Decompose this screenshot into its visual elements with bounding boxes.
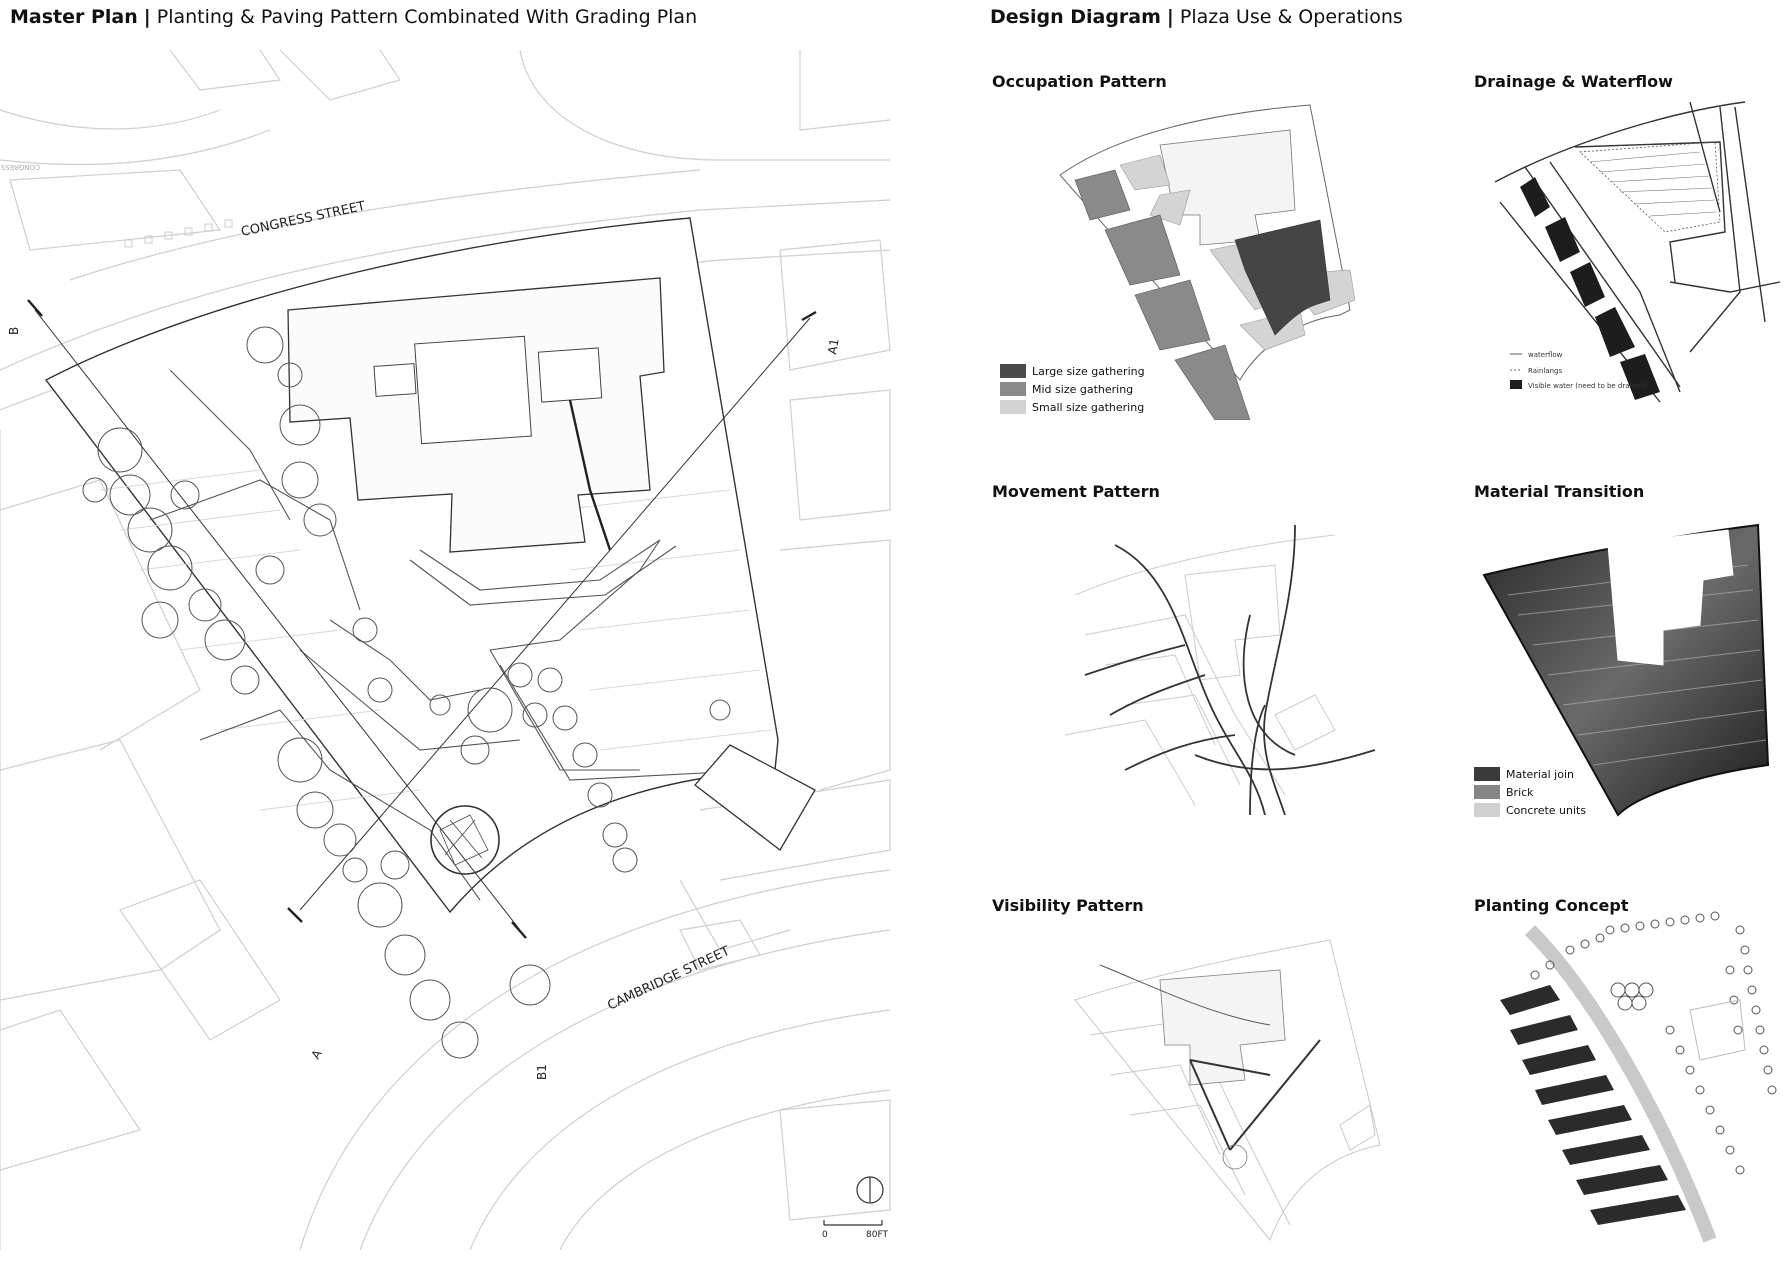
movement-context	[1065, 534, 1336, 806]
panel-title-movement: Movement Pattern	[992, 482, 1160, 501]
legend-item: Concrete units	[1474, 801, 1586, 819]
section-mark-a1: A1	[825, 337, 842, 355]
material-legend: Material join Brick Concrete units	[1474, 765, 1586, 819]
legend-label: Concrete units	[1506, 803, 1587, 817]
movement-diagram	[1065, 524, 1376, 815]
drainage-legend-swatch	[1510, 380, 1522, 389]
large-gathering-area	[1234, 219, 1331, 336]
planting-dark-rows	[1500, 985, 1686, 1225]
pavilion	[694, 744, 816, 851]
street-label-upper: CONGRESS STREET	[0, 163, 40, 171]
feature-tree-texture	[439, 814, 489, 866]
planting-corridor	[1525, 925, 1717, 1243]
visible-water-areas	[1520, 177, 1660, 400]
legend-swatch	[1474, 785, 1500, 799]
legend-item: Small size gathering	[1000, 398, 1145, 416]
mid-gathering-areas	[1074, 169, 1251, 420]
panel-title-material: Material Transition	[1474, 482, 1645, 501]
legend-label: Large size gathering	[1032, 364, 1145, 378]
feature-tree-canopy	[430, 805, 500, 875]
tree-circles	[1530, 911, 1777, 1175]
drainage-legend-label: Visible water (need to be drained)	[1528, 382, 1648, 390]
design-diagram-heading: Design Diagram|Plaza Use & Operations	[990, 6, 1403, 28]
visibility-sightlines	[1189, 1039, 1321, 1151]
panel-title-drainage: Drainage & Waterflow	[1474, 72, 1673, 91]
planting-diagram	[1500, 911, 1777, 1243]
visibility-ray	[1099, 964, 1271, 1026]
material-diagram	[1482, 523, 1770, 817]
panel-title-occupation: Occupation Pattern	[992, 72, 1167, 91]
drainage-legend-label: Rainlangs	[1528, 367, 1562, 375]
context-lines	[0, 50, 891, 1251]
drainage-legend-label: waterflow	[1528, 351, 1563, 359]
heading-separator: |	[143, 6, 151, 28]
building-annex	[537, 347, 603, 403]
drainage-diagram: waterflow Rainlangs Visible water (need …	[1494, 101, 1781, 403]
paving-pattern	[99, 469, 771, 811]
occupation-diagram	[1059, 104, 1356, 420]
building-courtyard	[414, 335, 532, 445]
master-plan-drawing: CONGRESS STREET CAMBRIDGE STREET CONGRES…	[0, 50, 891, 1251]
congress-street-marks	[124, 219, 233, 248]
master-plan-title: Master Plan	[10, 6, 138, 28]
scale-label-zero: 0	[822, 1230, 828, 1240]
section-mark-b1: B1	[535, 1064, 549, 1080]
legend-swatch	[1000, 382, 1026, 396]
scale-label-max: 80FT	[866, 1230, 888, 1240]
panel-title-visibility: Visibility Pattern	[992, 896, 1144, 915]
edge-wall	[568, 399, 612, 551]
legend-label: Brick	[1506, 785, 1534, 799]
design-diagram-subtitle: Plaza Use & Operations	[1179, 6, 1403, 28]
legend-swatch	[1000, 364, 1026, 378]
street-label-cambridge: CAMBRIDGE STREET	[605, 944, 732, 1014]
viewpoint-marker	[1222, 1144, 1248, 1170]
legend-label: Mid size gathering	[1032, 382, 1134, 396]
legend-swatch	[1474, 767, 1500, 781]
design-diagram-title: Design Diagram	[990, 6, 1161, 28]
section-mark-b: B	[7, 327, 21, 335]
occupation-legend: Large size gathering Mid size gathering …	[1000, 362, 1145, 416]
legend-label: Material join	[1506, 767, 1574, 781]
panel-title-planting: Planting Concept	[1474, 896, 1629, 915]
building-wing	[373, 363, 417, 397]
master-plan-subtitle: Planting & Paving Pattern Combinated Wit…	[156, 6, 698, 28]
street-label-congress: CONGRESS STREET	[240, 199, 367, 240]
legend-swatch	[1000, 400, 1026, 414]
master-plan-heading: Master Plan|Planting & Paving Pattern Co…	[10, 6, 697, 28]
section-end-ticks	[27, 299, 817, 939]
visibility-diagram	[1074, 939, 1381, 1241]
section-mark-a: A	[308, 1047, 325, 1062]
movement-paths	[1084, 524, 1376, 815]
building-footprint	[1159, 969, 1286, 1086]
plaza-walls	[149, 369, 761, 901]
building-hatch	[1589, 151, 1717, 217]
plaza-outline	[1689, 999, 1746, 1061]
legend-label: Small size gathering	[1032, 400, 1145, 414]
heading-separator: |	[1166, 6, 1174, 28]
legend-swatch	[1474, 803, 1500, 817]
legend-item: Mid size gathering	[1000, 380, 1145, 398]
legend-item: Brick	[1474, 783, 1586, 801]
section-lines	[34, 309, 811, 931]
building-void	[1607, 529, 1734, 666]
drainage-sketch-lines	[1494, 101, 1781, 403]
drainage-legend-marks	[1510, 353, 1522, 371]
tree-canopies	[82, 326, 731, 1059]
legend-item: Large size gathering	[1000, 362, 1145, 380]
legend-item: Material join	[1474, 765, 1586, 783]
building-hatch-outline	[1579, 141, 1721, 233]
